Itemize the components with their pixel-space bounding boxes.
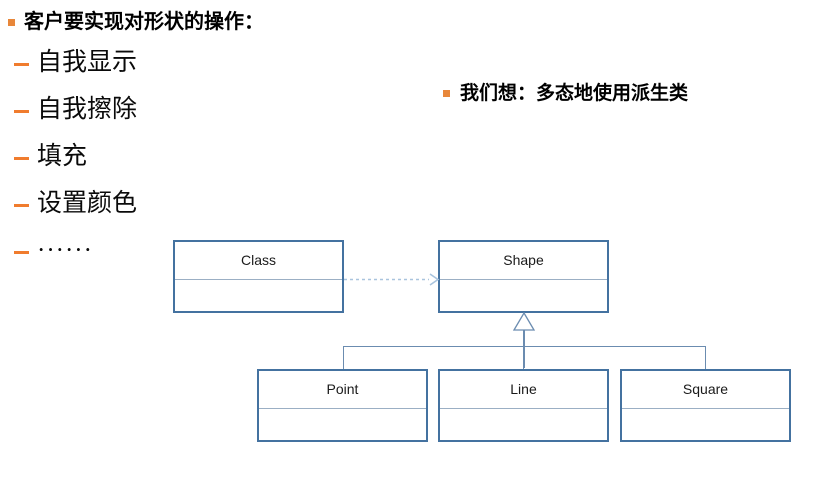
list-item-label: 自我擦除 [37, 96, 138, 123]
uml-box-body [175, 280, 342, 310]
uml-box-square[interactable]: Square [620, 369, 791, 442]
side-note: 我们想：多态地使用派生类 [443, 82, 688, 105]
uml-box-body [440, 280, 607, 310]
slide-title: 客户要实现对形状的操作： [8, 10, 264, 34]
uml-box-point[interactable]: Point [257, 369, 428, 442]
dash-bullet-icon [14, 63, 29, 66]
uml-box-shape[interactable]: Shape [438, 240, 609, 313]
generalization-drop-line [523, 346, 525, 369]
bullet-list: 自我显示 自我擦除 填充 设置颜色 ······ [14, 46, 137, 281]
square-bullet-icon [8, 19, 15, 26]
dash-bullet-icon [14, 157, 29, 160]
dash-bullet-icon [14, 204, 29, 207]
side-note-label: 我们想：多态地使用派生类 [460, 83, 689, 104]
uml-box-class[interactable]: Class [173, 240, 344, 313]
uml-box-title: Shape [440, 242, 607, 280]
generalization-triangle-icon [512, 312, 536, 331]
uml-box-body [440, 409, 607, 439]
list-item: 自我擦除 [14, 93, 137, 140]
list-item: ······ [14, 234, 137, 281]
generalization-drop-point [343, 346, 345, 369]
uml-box-title: Class [175, 242, 342, 280]
list-item: 填充 [14, 140, 137, 187]
dash-bullet-icon [14, 110, 29, 113]
uml-box-title: Line [440, 371, 607, 409]
list-item-label: ······ [37, 237, 93, 264]
list-item-label: 填充 [37, 143, 88, 170]
uml-box-title: Square [622, 371, 789, 409]
uml-box-body [259, 409, 426, 439]
generalization-drop-square [705, 346, 707, 369]
uml-box-body [622, 409, 789, 439]
page-title: 客户要实现对形状的操作： [24, 11, 264, 33]
uml-box-line[interactable]: Line [438, 369, 609, 442]
list-item: 自我显示 [14, 46, 137, 93]
generalization-bar [343, 346, 706, 348]
list-item: 设置颜色 [14, 187, 137, 234]
dash-bullet-icon [14, 251, 29, 254]
list-item-label: 设置颜色 [37, 190, 138, 217]
list-item-label: 自我显示 [37, 49, 138, 76]
dependency-arrow-icon [344, 273, 440, 286]
square-bullet-icon [443, 90, 450, 97]
uml-box-title: Point [259, 371, 426, 409]
